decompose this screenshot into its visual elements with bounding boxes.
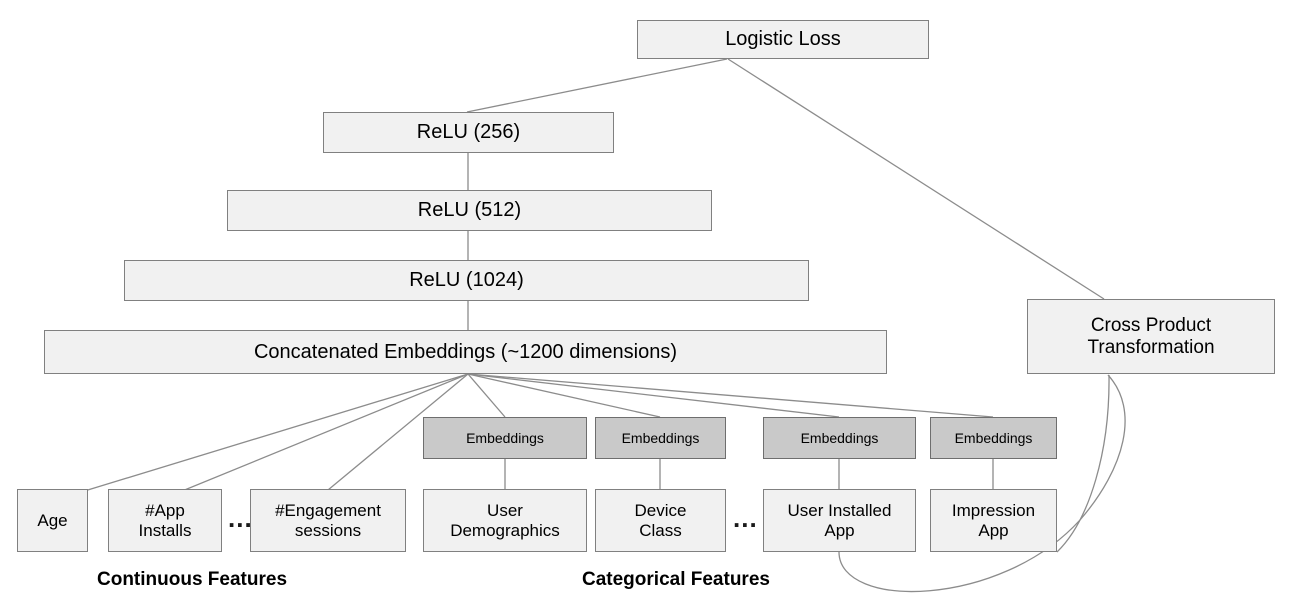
node-embeddings-3-label: Embeddings bbox=[800, 429, 879, 446]
node-feature-device-class: Device Class bbox=[595, 489, 726, 552]
ellipsis-continuous: ... bbox=[228, 503, 253, 533]
node-feature-app-installs-line1: #App bbox=[145, 500, 185, 520]
node-feature-app-installs-line2: Installs bbox=[138, 520, 192, 540]
node-logistic-loss-label: Logistic Loss bbox=[725, 28, 841, 50]
node-embeddings-2-label: Embeddings bbox=[621, 429, 700, 446]
node-relu-256: ReLU (256) bbox=[323, 112, 614, 153]
node-feature-user-installed-app-line2: App bbox=[824, 520, 855, 540]
edge-concat-to-embeddings-4 bbox=[467, 373, 994, 418]
section-label-continuous-features: Continuous Features bbox=[97, 569, 288, 590]
edge-impression-app-to-cross-product bbox=[1056, 374, 1110, 553]
node-embeddings-4-label: Embeddings bbox=[954, 429, 1033, 446]
node-relu-1024-label: ReLU (1024) bbox=[409, 269, 524, 291]
edge-concat-to-embeddings-1 bbox=[467, 373, 506, 418]
node-relu-1024: ReLU (1024) bbox=[124, 260, 809, 301]
node-feature-user-demographics-line2: Demographics bbox=[450, 520, 560, 540]
node-concatenated-embeddings-label: Concatenated Embeddings (~1200 dimension… bbox=[253, 340, 678, 363]
node-embeddings-3: Embeddings bbox=[763, 417, 916, 459]
node-feature-user-installed-app-line1: User Installed bbox=[787, 500, 892, 520]
node-cross-product-line1: Cross Product bbox=[1090, 314, 1212, 336]
node-feature-user-demographics-line1: User bbox=[487, 500, 523, 520]
node-feature-device-class-line1: Device bbox=[634, 500, 687, 520]
node-feature-impression-app: Impression App bbox=[930, 489, 1057, 552]
node-relu-512-label: ReLU (512) bbox=[417, 199, 522, 221]
node-embeddings-4: Embeddings bbox=[930, 417, 1057, 459]
edge-user-installed-app-to-cross-product bbox=[838, 374, 1126, 593]
edge-concat-to-age bbox=[54, 373, 469, 501]
node-embeddings-1-label: Embeddings bbox=[466, 429, 544, 446]
node-feature-app-installs: #App Installs bbox=[108, 489, 222, 552]
node-relu-512: ReLU (512) bbox=[227, 190, 712, 231]
node-feature-age-label: Age bbox=[37, 510, 68, 530]
node-relu-256-label: ReLU (256) bbox=[416, 121, 521, 143]
node-feature-engagement-sessions-line1: #Engagement bbox=[275, 500, 381, 520]
node-feature-user-installed-app: User Installed App bbox=[763, 489, 916, 552]
section-label-categorical-features: Categorical Features bbox=[582, 569, 770, 590]
node-feature-user-demographics: User Demographics bbox=[423, 489, 587, 552]
edge-loss-to-relu256 bbox=[466, 58, 728, 113]
node-logistic-loss: Logistic Loss bbox=[637, 20, 929, 59]
node-cross-product-line2: Transformation bbox=[1087, 336, 1215, 358]
node-embeddings-2: Embeddings bbox=[595, 417, 726, 459]
node-cross-product-transformation: Cross Product Transformation bbox=[1027, 299, 1275, 374]
node-embeddings-1: Embeddings bbox=[423, 417, 587, 459]
ellipsis-categorical: ... bbox=[733, 503, 758, 533]
node-feature-impression-app-line1: Impression bbox=[951, 500, 1036, 520]
edge-concat-to-embeddings-3 bbox=[467, 373, 840, 418]
node-feature-age: Age bbox=[17, 489, 88, 552]
node-feature-impression-app-line2: App bbox=[978, 520, 1009, 540]
node-feature-engagement-sessions: #Engagement sessions bbox=[250, 489, 406, 552]
node-feature-device-class-line2: Class bbox=[639, 520, 682, 540]
edge-concat-to-embeddings-2 bbox=[467, 373, 661, 418]
node-concatenated-embeddings: Concatenated Embeddings (~1200 dimension… bbox=[44, 330, 887, 374]
node-feature-engagement-sessions-line2: sessions bbox=[294, 520, 362, 540]
